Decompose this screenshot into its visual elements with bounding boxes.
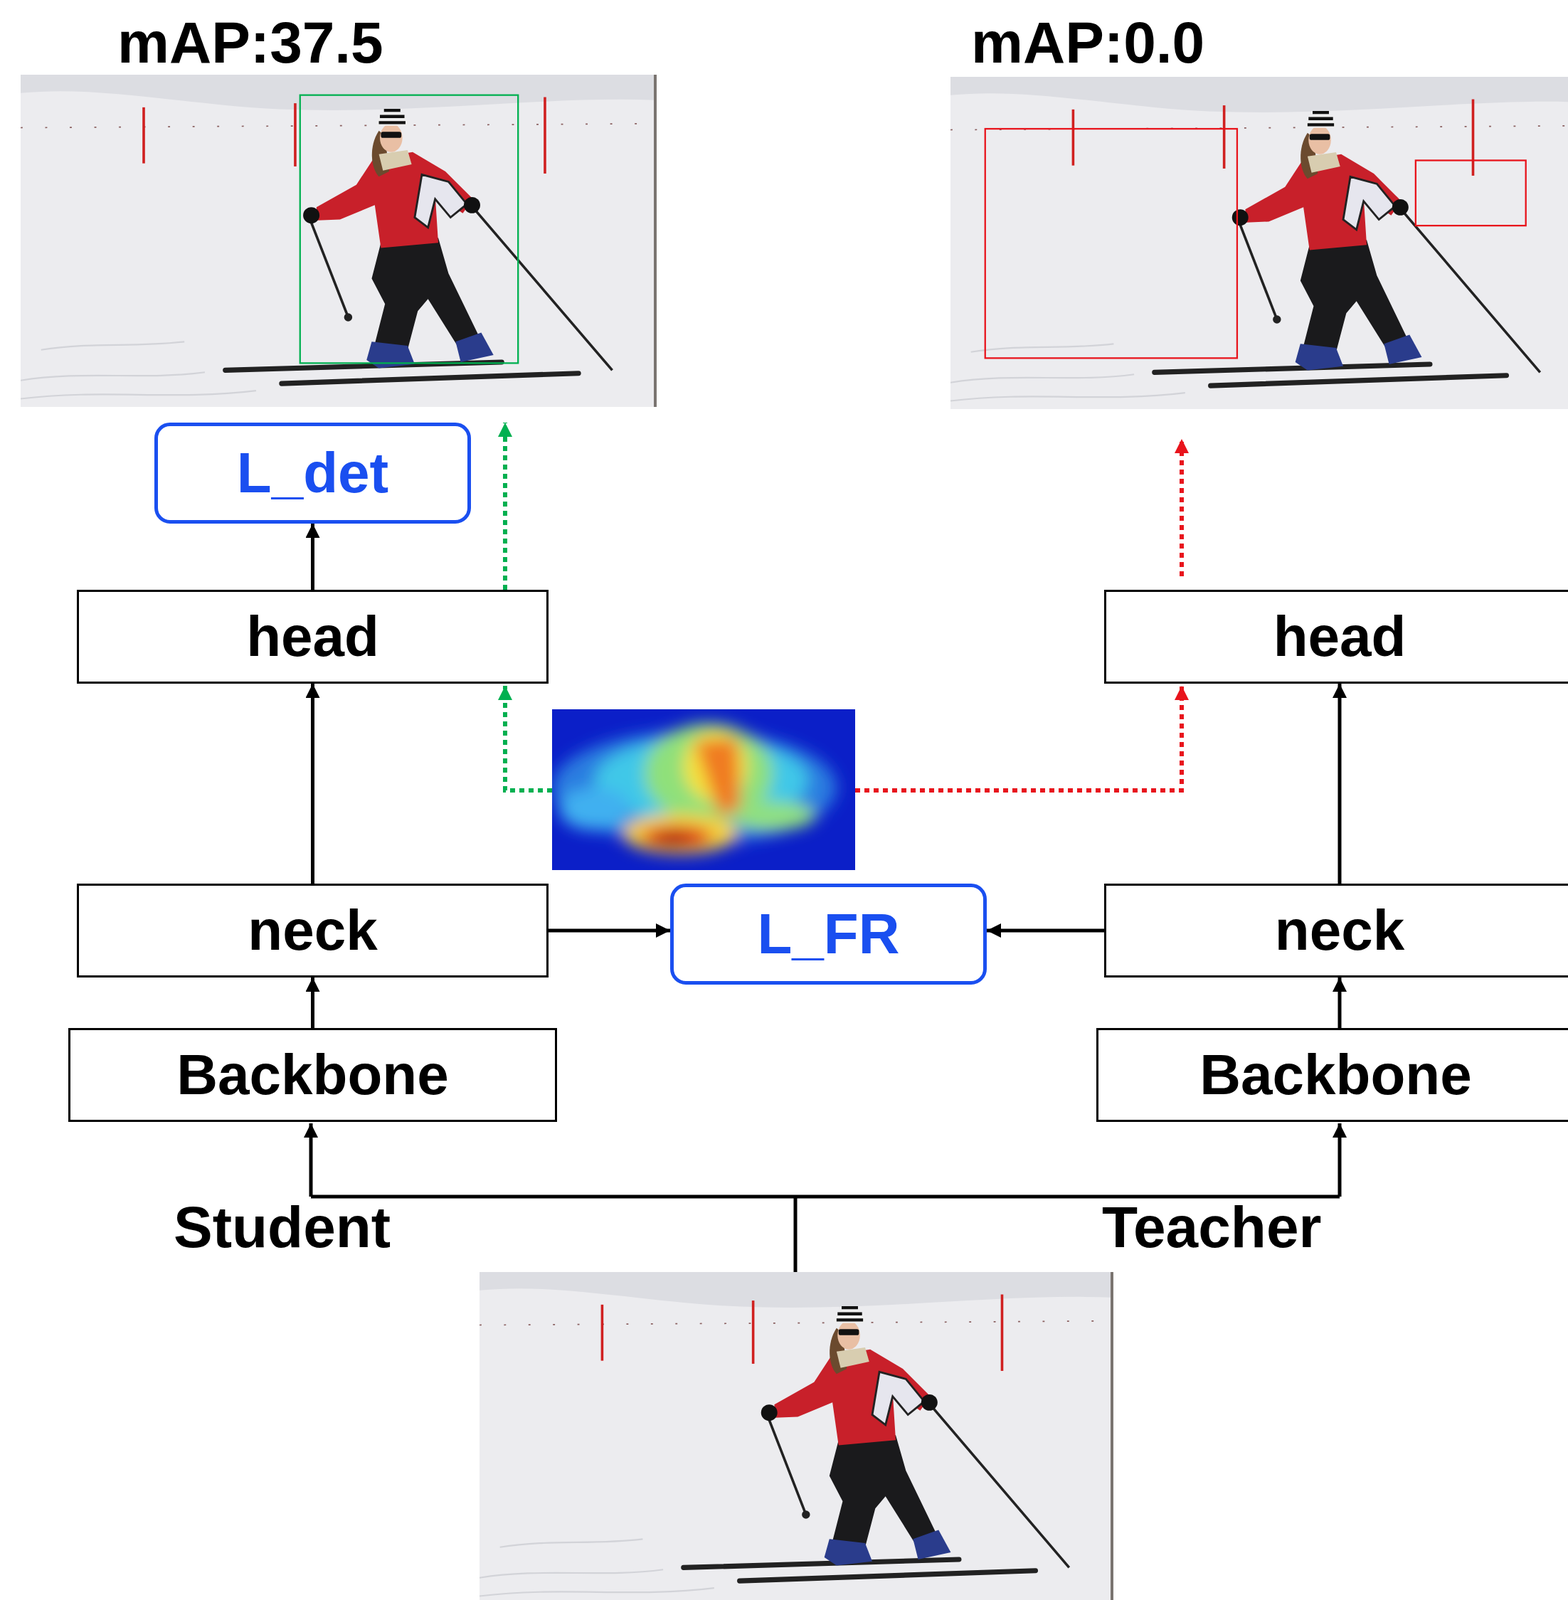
photo-edge: [653, 74, 657, 407]
module-box: head: [1104, 589, 1568, 684]
flow-arrow: [310, 683, 315, 884]
branch-name: Student: [173, 1198, 391, 1257]
heatmap-guidance-arrows-part: [505, 685, 553, 791]
feature-heatmap-part-part: [655, 833, 691, 845]
feature-heatmap-part-part: [623, 813, 738, 854]
teacher-result-photo-part: [985, 128, 1238, 358]
box-label: L_det: [236, 440, 389, 506]
flow-arrow: [310, 523, 315, 590]
flow-arrow: [986, 929, 1105, 933]
heatmap-guidance-arrows-part: [1179, 438, 1184, 577]
box-label: Backbone: [1199, 1042, 1472, 1108]
box-label: head: [246, 604, 380, 670]
heatmap-guidance-arrows: [505, 422, 1182, 791]
flow-arrow: [310, 977, 315, 1029]
student-result-photo-part: [300, 95, 518, 364]
input-split-lines: [310, 1123, 1340, 1273]
flow-arrow: [1338, 683, 1342, 884]
module-box: neck: [1104, 883, 1568, 978]
heatmap-guidance-arrows-part: [502, 422, 508, 590]
teacher-result-photo-part: [950, 76, 1568, 410]
photo-edge: [1110, 1272, 1114, 1600]
loss-box: L_det: [154, 422, 471, 524]
box-label: neck: [247, 897, 378, 964]
input-split-lines-part: [309, 1123, 314, 1197]
feature-heatmap-part: [552, 709, 856, 871]
map-score: mAP:0.0: [971, 13, 1205, 72]
flow-arrow: [548, 929, 671, 933]
teacher-result-photo-part: [1415, 160, 1527, 226]
feature-heatmap: [552, 709, 856, 871]
feature-heatmap-part-part: [729, 801, 816, 831]
heatmap-guidance-arrows-part: [855, 685, 1182, 791]
box-label: Backbone: [176, 1042, 449, 1108]
feature-heatmap-part-part: [694, 737, 741, 817]
input-photo: [479, 1272, 1112, 1600]
student-result-photo-part: [20, 74, 656, 407]
input-photo-part: [479, 1272, 1112, 1600]
flow-arrow: [1338, 977, 1342, 1029]
module-box: head: [76, 589, 549, 684]
module-box: Backbone: [68, 1028, 558, 1122]
input-split-lines-part: [793, 1196, 798, 1273]
module-box: Backbone: [1096, 1028, 1568, 1122]
input-split-lines-part: [1338, 1123, 1342, 1197]
feature-heatmap-part: [552, 723, 837, 854]
teacher-result-photo: [950, 76, 1568, 410]
box-label: head: [1273, 604, 1407, 670]
feature-heatmap-part-part: [559, 787, 631, 831]
feature-heatmap-part-part: [641, 825, 713, 849]
box-label: neck: [1274, 897, 1405, 964]
box-label: L_FR: [757, 901, 900, 967]
module-box: neck: [76, 883, 549, 978]
loss-box: L_FR: [670, 883, 987, 985]
map-score: mAP:37.5: [117, 13, 384, 72]
student-result-photo: [20, 74, 656, 407]
branch-name: Teacher: [1102, 1198, 1322, 1257]
